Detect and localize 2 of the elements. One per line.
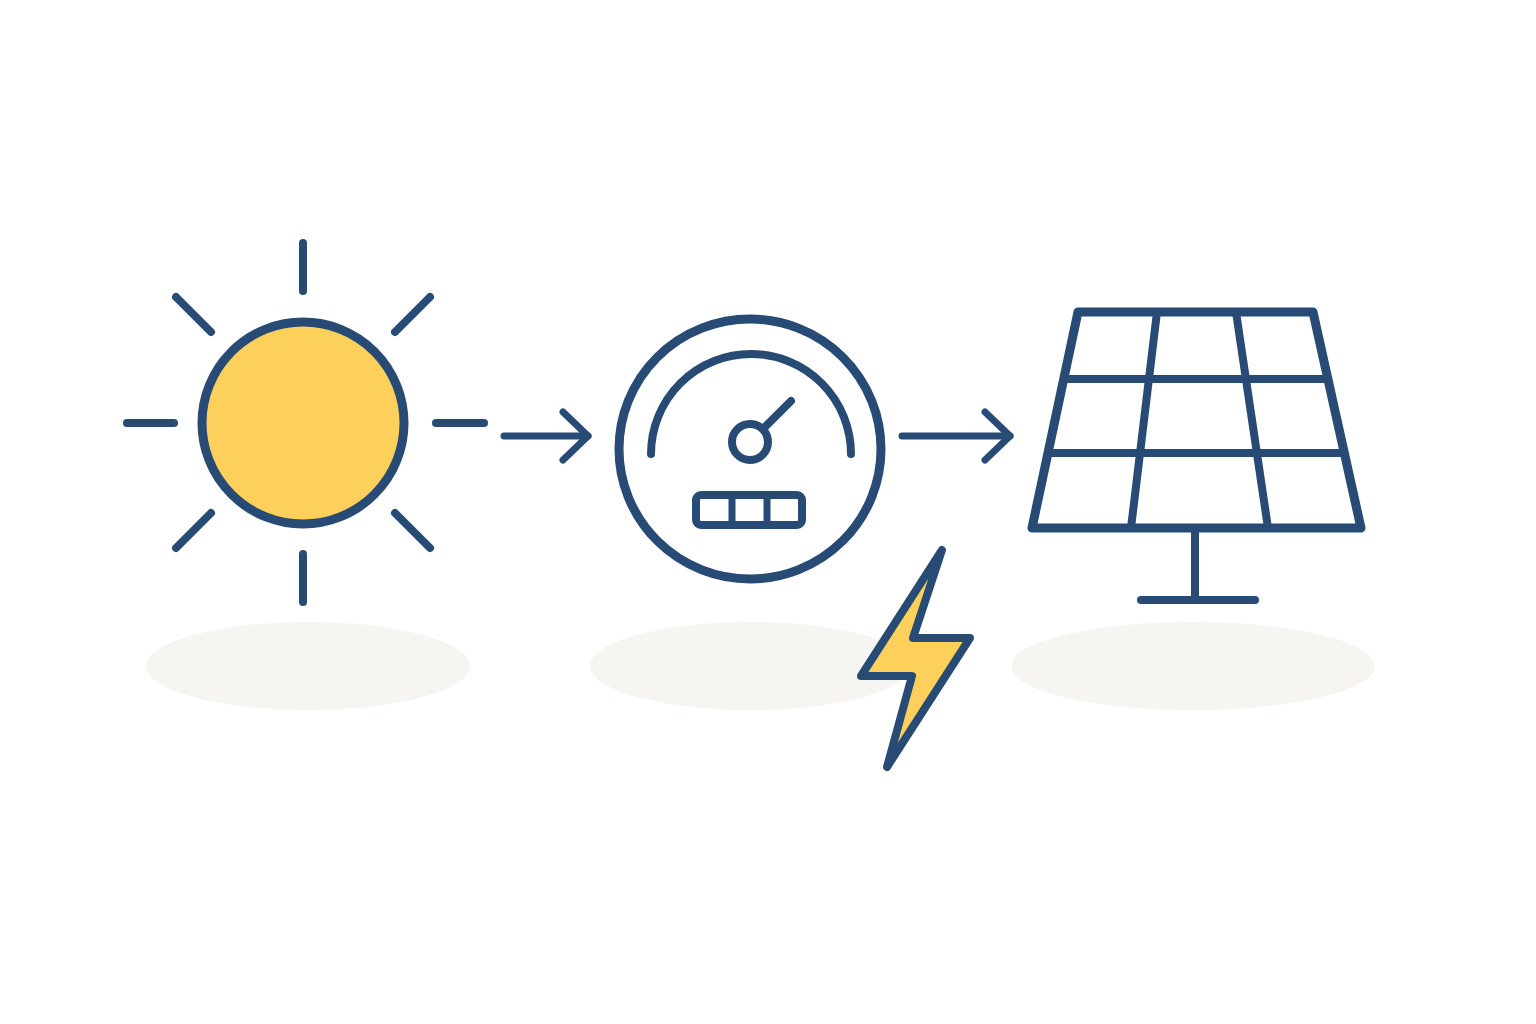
arrow [898,408,1014,464]
arrow [500,408,592,464]
